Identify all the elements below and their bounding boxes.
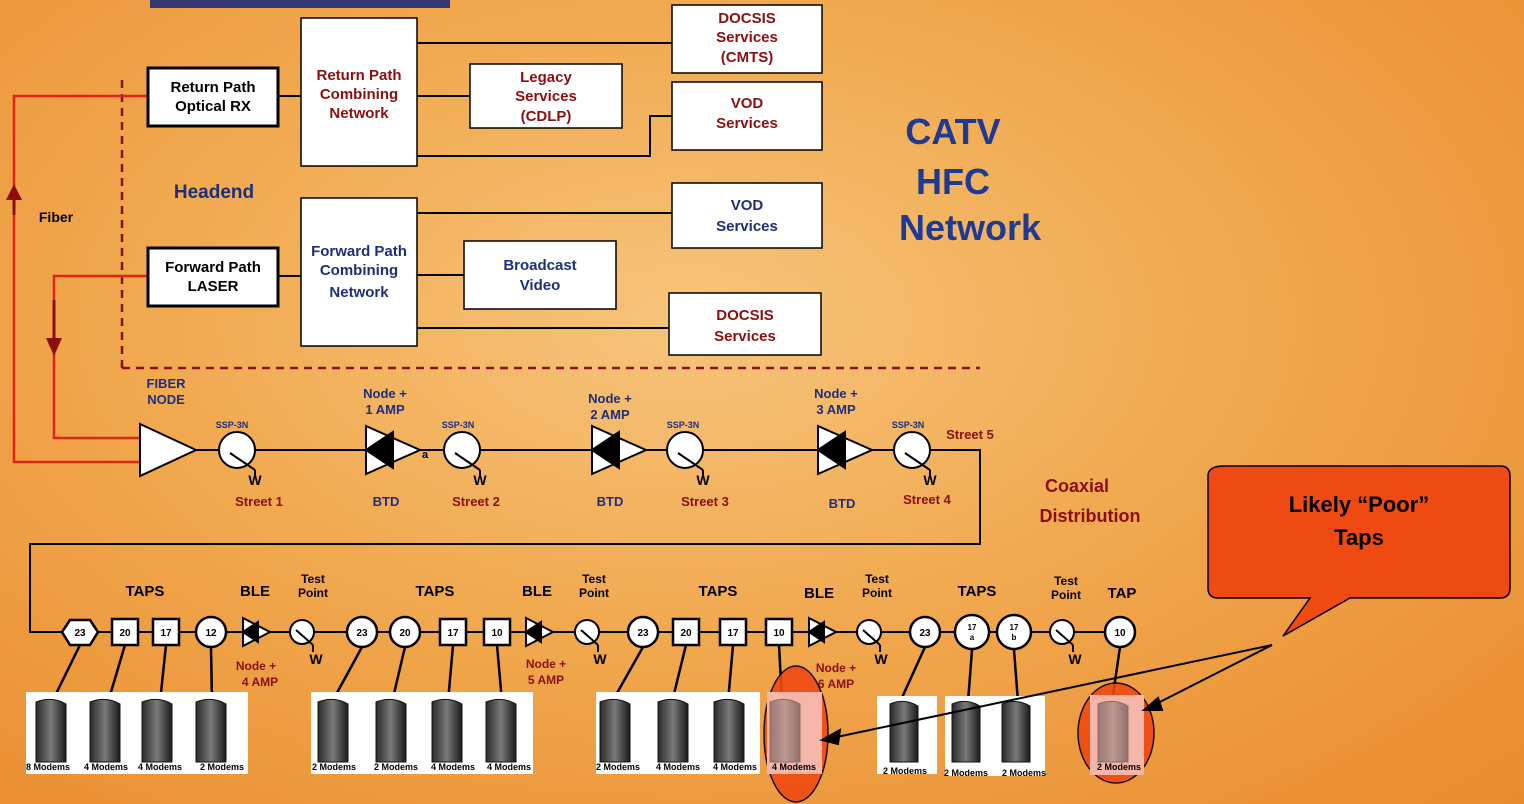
- svg-text:2 Modems: 2 Modems: [374, 762, 418, 772]
- headend-label: Headend: [174, 182, 254, 203]
- node-2-label: Node +2 AMP: [588, 391, 632, 422]
- svg-text:BLE: BLE: [522, 583, 552, 600]
- legacy-label: LegacyServices(CDLP): [515, 69, 577, 125]
- svg-text:23: 23: [74, 628, 86, 639]
- svg-text:17: 17: [1010, 623, 1019, 632]
- svg-text:TAPS: TAPS: [699, 583, 738, 600]
- ble-node-5-label: Node +5 AMP: [526, 657, 566, 687]
- svg-text:W: W: [1068, 651, 1082, 667]
- svg-text:23: 23: [919, 628, 931, 639]
- svg-text:2 Modems: 2 Modems: [883, 766, 927, 776]
- svg-text:20: 20: [680, 628, 692, 639]
- svg-text:W: W: [874, 651, 888, 667]
- svg-text:20: 20: [119, 628, 131, 639]
- svg-text:SSP-3N: SSP-3N: [442, 420, 475, 430]
- svg-text:b: b: [1012, 633, 1017, 642]
- svg-text:17: 17: [447, 628, 459, 639]
- svg-text:W: W: [696, 472, 710, 488]
- tap-17a-label: 17: [968, 623, 977, 632]
- svg-text:TAP: TAP: [1108, 585, 1137, 602]
- svg-text:20: 20: [399, 628, 411, 639]
- svg-text:Street 5: Street 5: [946, 427, 994, 442]
- svg-text:8 Modems: 8 Modems: [26, 762, 70, 772]
- svg-text:Street 4: Street 4: [903, 492, 951, 507]
- svg-text:W: W: [923, 472, 937, 488]
- svg-text:17: 17: [727, 628, 739, 639]
- svg-text:BLE: BLE: [804, 585, 834, 602]
- group-labels: TAPS BLE TAPS BLE TAPS BLE TAPS TAP: [126, 583, 1137, 602]
- btd-1-label: BTD: [373, 494, 400, 509]
- a-label: a: [422, 449, 429, 461]
- svg-text:2 Modems: 2 Modems: [1002, 768, 1046, 778]
- modem-icons: [36, 699, 1128, 762]
- heading-fragment: [150, 0, 450, 8]
- svg-text:10: 10: [491, 628, 503, 639]
- btd-3-label: BTD: [829, 496, 856, 511]
- fiber-node: [140, 424, 196, 476]
- svg-text:12: 12: [205, 628, 217, 639]
- svg-text:4 Modems: 4 Modems: [713, 762, 757, 772]
- ble-node-6-label: Node +6 AMP: [816, 661, 856, 691]
- svg-text:TAPS: TAPS: [958, 583, 997, 600]
- svg-text:4 Modems: 4 Modems: [138, 762, 182, 772]
- coax-trunk: [30, 450, 1120, 632]
- svg-text:10: 10: [773, 628, 785, 639]
- svg-text:23: 23: [356, 628, 368, 639]
- svg-text:4 Modems: 4 Modems: [84, 762, 128, 772]
- ble-node-4-label: Node +4 AMP: [236, 659, 278, 689]
- svg-text:TestPoint: TestPoint: [579, 572, 609, 600]
- svg-text:a: a: [970, 633, 975, 642]
- svg-text:TAPS: TAPS: [416, 583, 455, 600]
- svg-text:4 Modems: 4 Modems: [431, 762, 475, 772]
- svg-text:W: W: [593, 651, 607, 667]
- svg-text:W: W: [473, 472, 487, 488]
- svg-text:SSP-3N: SSP-3N: [892, 420, 925, 430]
- svg-text:W: W: [248, 472, 262, 488]
- btd-2-label: BTD: [597, 494, 624, 509]
- svg-text:4 Modems: 4 Modems: [487, 762, 531, 772]
- svg-text:SSP-3N: SSP-3N: [667, 420, 700, 430]
- svg-text:TAPS: TAPS: [126, 583, 165, 600]
- svg-text:2 Modems: 2 Modems: [200, 762, 244, 772]
- node-3-label: Node +3 AMP: [814, 386, 858, 417]
- svg-text:Street 1: Street 1: [235, 494, 283, 509]
- svg-text:2 Modems: 2 Modems: [944, 768, 988, 778]
- svg-text:23: 23: [637, 628, 649, 639]
- fiber-label: Fiber: [39, 209, 74, 225]
- svg-text:2 Modems: 2 Modems: [312, 762, 356, 772]
- svg-text:SSP-3N: SSP-3N: [216, 420, 249, 430]
- svg-text:Street 2: Street 2: [452, 494, 500, 509]
- svg-text:2 Modems: 2 Modems: [596, 762, 640, 772]
- svg-text:2 Modems: 2 Modems: [1097, 762, 1141, 772]
- svg-text:BLE: BLE: [240, 583, 270, 600]
- fiber-lines: [14, 96, 148, 462]
- svg-text:4 Modems: 4 Modems: [772, 762, 816, 772]
- svg-text:W: W: [309, 651, 323, 667]
- svg-text:17: 17: [160, 628, 172, 639]
- diagram-title: CATV HFC Network: [899, 111, 1042, 248]
- svg-text:4 Modems: 4 Modems: [656, 762, 700, 772]
- test-point-w-labels: W W W W: [309, 651, 1082, 667]
- node-1-label: Node +1 AMP: [363, 386, 407, 417]
- svg-text:10: 10: [1114, 628, 1126, 639]
- svg-text:Street 3: Street 3: [681, 494, 729, 509]
